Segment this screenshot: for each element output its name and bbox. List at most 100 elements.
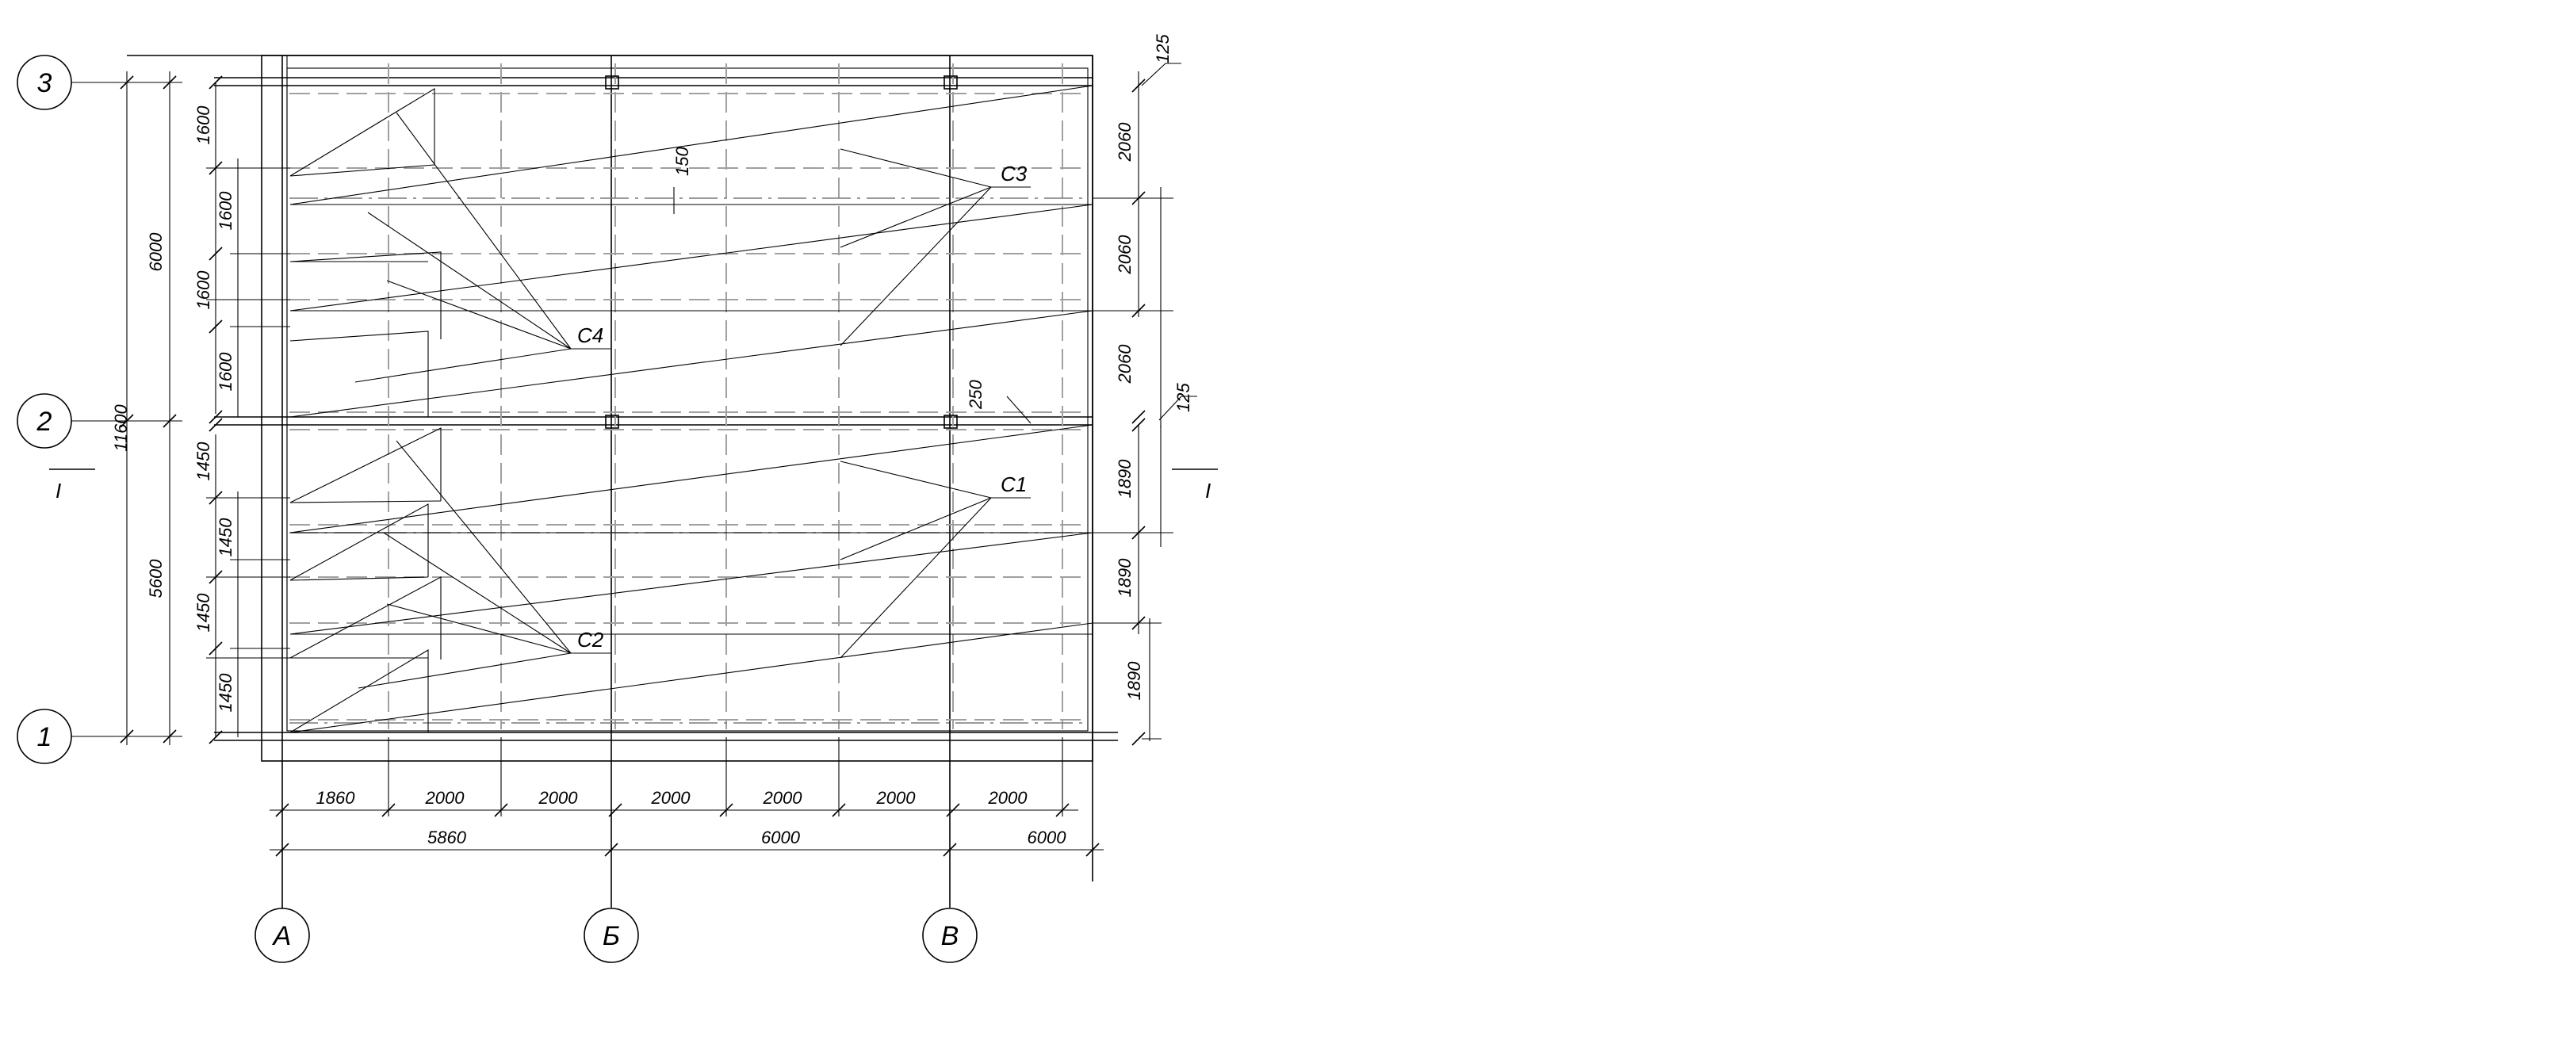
dim-tick bbox=[209, 247, 223, 261]
dim-value: 6000 bbox=[1028, 828, 1067, 847]
dim-mid-250: 250 bbox=[966, 380, 986, 410]
dim-value: 1600 bbox=[193, 270, 213, 310]
dim-tick bbox=[608, 803, 622, 817]
section-mark-left: I bbox=[56, 479, 61, 503]
dim-tick bbox=[604, 843, 618, 857]
dim-value: 2060 bbox=[1115, 344, 1135, 384]
bracing-top bbox=[289, 85, 1093, 418]
dim-tick bbox=[381, 803, 396, 817]
col-axis-0: А bbox=[255, 908, 310, 963]
dim-tick bbox=[1131, 732, 1146, 746]
column-axis-bubbles: А Б В bbox=[255, 908, 978, 963]
dim-value: 1450 bbox=[193, 593, 213, 633]
dim-value: 5860 bbox=[427, 828, 467, 847]
dim-value: 2060 bbox=[1115, 122, 1135, 163]
dim-tick bbox=[209, 730, 223, 744]
row-axis-label: 2 bbox=[36, 407, 52, 437]
dim-tick bbox=[209, 641, 223, 656]
dim-tick bbox=[209, 319, 223, 334]
axis-bubble bbox=[584, 908, 639, 963]
dim-tick bbox=[1131, 304, 1146, 318]
dim-tick bbox=[494, 803, 508, 817]
dim-value: 1600 bbox=[216, 191, 235, 231]
dim-value: 2000 bbox=[763, 788, 803, 808]
dim-tick bbox=[163, 414, 177, 428]
dim-value: 1860 bbox=[316, 788, 356, 808]
dim-value: 1890 bbox=[1124, 661, 1144, 701]
dim-tick bbox=[120, 729, 134, 744]
dim-tick bbox=[120, 414, 134, 428]
dim-tick bbox=[1131, 410, 1146, 424]
dim-tick bbox=[832, 803, 846, 817]
col-axis-1: Б bbox=[584, 908, 639, 963]
dim-value: 5600 bbox=[146, 559, 166, 598]
dims-left-outer: 6000 5600 bbox=[120, 75, 177, 744]
bracing-bottom bbox=[289, 424, 1093, 733]
dim-tick bbox=[163, 75, 177, 90]
dim-value: 6000 bbox=[146, 232, 166, 272]
dim-right-offset-mid: 125 bbox=[1173, 383, 1193, 412]
dim-value: 1890 bbox=[1115, 558, 1135, 598]
dim-tick bbox=[209, 570, 223, 584]
dim-tick bbox=[1085, 843, 1100, 857]
dim-value: 1600 bbox=[216, 352, 235, 392]
dim-value: 1890 bbox=[1115, 459, 1135, 499]
col-axis-label: Б bbox=[603, 921, 620, 951]
dim-value: 1450 bbox=[216, 518, 235, 557]
dim-tick bbox=[943, 843, 957, 857]
axis-bubble bbox=[922, 908, 978, 963]
dim-value: 2060 bbox=[1115, 235, 1135, 275]
dim-value: 1450 bbox=[216, 673, 235, 713]
dims-right: 2060 2060 2060 1890 1890 1890 bbox=[1115, 78, 1146, 746]
row-axis-bubbles: 3 2 1 bbox=[17, 55, 135, 764]
dim-value: 2000 bbox=[651, 788, 691, 808]
dim-tick bbox=[1131, 526, 1146, 540]
mark-c1: С1 bbox=[1001, 472, 1027, 496]
dim-tick bbox=[1131, 78, 1146, 93]
mark-c3: С3 bbox=[1001, 162, 1028, 185]
row-axis-label: 1 bbox=[37, 722, 52, 752]
dashed-grid bbox=[289, 63, 1086, 729]
column-markers bbox=[605, 75, 958, 429]
dim-value: 1450 bbox=[193, 442, 213, 481]
dim-value: 1600 bbox=[193, 105, 213, 145]
dim-value: 6000 bbox=[761, 828, 801, 847]
dim-tick bbox=[209, 75, 223, 90]
dim-value: 2000 bbox=[988, 788, 1028, 808]
dim-value: 2000 bbox=[538, 788, 579, 808]
col-axis-label: А bbox=[272, 921, 292, 951]
dim-tick bbox=[1131, 191, 1146, 205]
section-mark-right: I bbox=[1205, 479, 1211, 503]
dim-tick bbox=[209, 418, 223, 432]
axis-bubble bbox=[255, 908, 310, 963]
dim-tick bbox=[120, 75, 134, 90]
dim-tick bbox=[275, 843, 289, 857]
dim-mid-150: 150 bbox=[672, 147, 692, 176]
dims-bottom-row2: 5860 6000 6000 bbox=[275, 828, 1100, 857]
dim-tick bbox=[209, 161, 223, 175]
dim-tick bbox=[209, 491, 223, 505]
row-axis-3: 3 bbox=[17, 55, 135, 110]
dim-tick bbox=[275, 803, 289, 817]
dim-tick bbox=[719, 803, 733, 817]
mark-c4: С4 bbox=[577, 323, 603, 347]
dim-tick bbox=[209, 410, 223, 424]
dim-tick bbox=[163, 729, 177, 744]
mark-c2: С2 bbox=[577, 628, 604, 652]
dim-value: 2000 bbox=[876, 788, 917, 808]
row-axis-1: 1 bbox=[17, 709, 135, 764]
col-axis-label: В bbox=[941, 921, 959, 951]
dim-tick bbox=[1055, 803, 1070, 817]
dim-left-total: 11600 bbox=[111, 403, 131, 451]
dim-tick bbox=[1131, 418, 1146, 432]
row-axis-label: 3 bbox=[37, 68, 52, 98]
col-axis-2: В bbox=[922, 908, 978, 963]
dim-right-offset-top: 125 bbox=[1153, 34, 1173, 63]
dim-tick bbox=[946, 803, 960, 817]
leaders bbox=[354, 112, 1031, 689]
plan-frame bbox=[127, 55, 1118, 912]
row-axis-2: 2 bbox=[17, 393, 135, 449]
dim-tick bbox=[1131, 616, 1146, 630]
